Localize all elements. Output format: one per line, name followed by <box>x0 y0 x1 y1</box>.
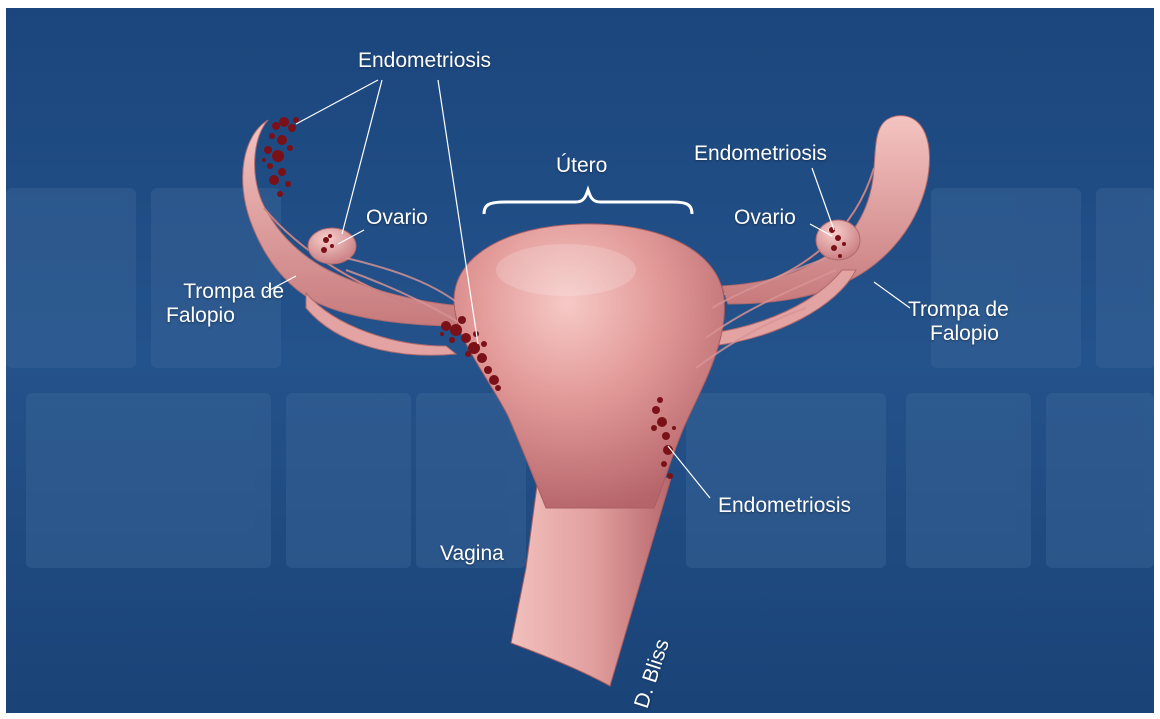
anatomy-illustration <box>6 8 1154 713</box>
label-endometriosis-right: Endometriosis <box>694 142 827 166</box>
label-vagina: Vagina <box>440 542 504 566</box>
label-trompa-right: Trompa de Falopio <box>908 298 1009 346</box>
label-trompa-left-line2: Falopio <box>152 304 284 328</box>
label-utero: Útero <box>556 154 607 178</box>
illustration-frame: Endometriosis Endometriosis Endometriosi… <box>6 8 1154 713</box>
label-trompa-left-line1: Trompa de <box>152 280 284 304</box>
label-trompa-left: Trompa de Falopio <box>152 280 284 328</box>
label-endometriosis-lower-right: Endometriosis <box>718 494 851 518</box>
label-ovario-left: Ovario <box>366 206 428 230</box>
label-ovario-right: Ovario <box>734 206 796 230</box>
uterus-highlight <box>496 244 636 296</box>
label-trompa-right-line2: Falopio <box>908 322 1009 346</box>
label-endometriosis-top: Endometriosis <box>358 49 491 73</box>
label-trompa-right-line1: Trompa de <box>908 298 1009 322</box>
